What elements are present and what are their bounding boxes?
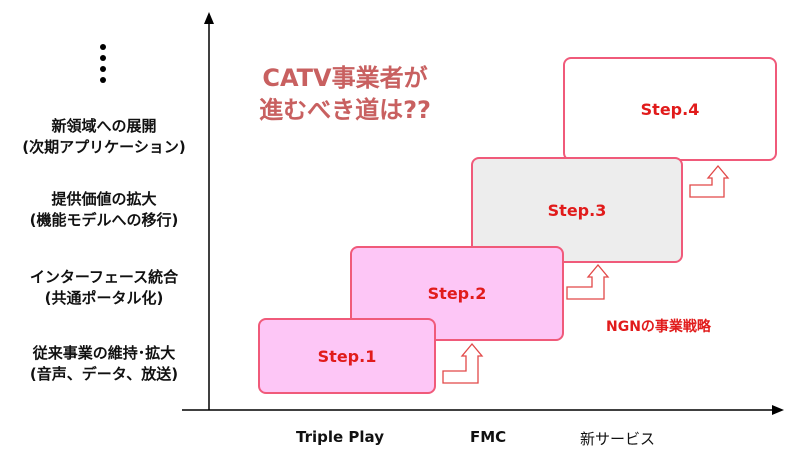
x-label-new-service: 新サービス bbox=[580, 430, 656, 448]
step-2-label: Step.2 bbox=[427, 284, 487, 303]
y-axis-arrowhead bbox=[204, 12, 214, 24]
y-label-legacy-business-line1: 従来事業の維持･拡大 bbox=[32, 344, 176, 362]
y-label-interface-integration: インターフェース統合 (共通ポータル化) bbox=[6, 267, 202, 309]
y-label-new-domain-line1: 新領域への展開 bbox=[51, 117, 157, 135]
step-3-label: Step.3 bbox=[547, 200, 607, 220]
x-label-triple-play: Triple Play bbox=[296, 428, 384, 446]
y-label-legacy-business-line2: (音声、データ、放送) bbox=[29, 365, 179, 383]
ellipsis-dot-2 bbox=[100, 55, 106, 61]
step-4-label: Step.4 bbox=[640, 99, 700, 119]
step-1-label: Step.1 bbox=[317, 346, 377, 366]
step-1-box: Step.1 bbox=[258, 318, 436, 394]
y-label-value-expansion: 提供価値の拡大 (機能モデルへの移行) bbox=[6, 189, 202, 231]
diagram-title: CATV事業者が 進むべき道は?? bbox=[245, 62, 445, 126]
diagram-title-line1: CATV事業者が bbox=[262, 64, 428, 92]
ellipsis-dot-4 bbox=[100, 77, 106, 83]
step-arrow-2 bbox=[566, 263, 610, 300]
y-label-value-expansion-line2: (機能モデルへの移行) bbox=[29, 211, 179, 229]
y-label-interface-integration-line1: インターフェース統合 bbox=[29, 268, 179, 286]
y-label-legacy-business: 従来事業の維持･拡大 (音声、データ、放送) bbox=[6, 343, 202, 385]
x-label-fmc: FMC bbox=[470, 428, 507, 446]
y-label-value-expansion-line1: 提供価値の拡大 bbox=[51, 190, 157, 208]
step-arrow-3 bbox=[689, 164, 730, 198]
y-label-new-domain-line2: (次期アプリケーション) bbox=[22, 138, 186, 156]
x-axis-arrowhead bbox=[772, 405, 784, 415]
step-3-box: Step.3 bbox=[471, 157, 683, 263]
diagram-title-line2: 進むべき道は?? bbox=[259, 96, 431, 124]
ngn-strategy-label: NGNの事業戦略 bbox=[606, 319, 711, 335]
y-label-interface-integration-line2: (共通ポータル化) bbox=[44, 289, 164, 307]
y-label-new-domain: 新領域への展開 (次期アプリケーション) bbox=[6, 116, 202, 158]
ellipsis-dot-3 bbox=[100, 66, 106, 72]
step-4-box: Step.4 bbox=[563, 57, 777, 161]
ellipsis-dot-1 bbox=[100, 44, 106, 50]
step-arrow-1 bbox=[442, 342, 484, 384]
